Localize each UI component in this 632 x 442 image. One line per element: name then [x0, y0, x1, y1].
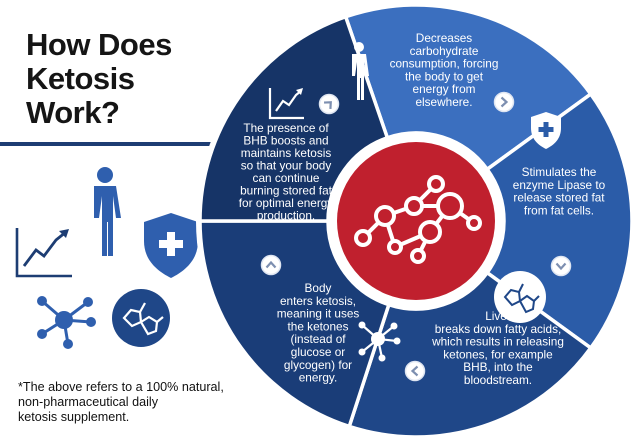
shield-plus-icon	[144, 213, 198, 278]
footnote: *The above refers to a 100% natural, non…	[18, 380, 308, 425]
molecule-ring-icon	[112, 289, 170, 347]
left-arrow-icon	[404, 360, 426, 382]
title-underline	[0, 142, 272, 146]
down-arrow-icon	[550, 255, 572, 277]
growth-chart-icon	[15, 228, 72, 278]
title-line: Work?	[26, 95, 120, 130]
footnote-line: non-pharmaceutical daily	[18, 395, 159, 409]
human-body-icon	[352, 42, 369, 100]
human-body-icon	[94, 167, 121, 256]
footnote-line: *The above refers to a 100% natural,	[18, 380, 224, 394]
growth-chart-icon	[268, 88, 304, 120]
molecule-ring-icon	[494, 271, 546, 323]
page-title: How Does Ketosis Work?	[26, 28, 246, 130]
footnote-line: ketosis supplement.	[18, 410, 130, 424]
center-molecule-icon	[354, 175, 482, 264]
center-disc	[337, 142, 495, 300]
up-arrow-icon	[260, 254, 282, 276]
network-icon	[37, 296, 96, 349]
title-line: Ketosis	[26, 61, 135, 96]
up-right-arrow-icon	[318, 93, 340, 115]
network-icon	[358, 321, 401, 362]
right-arrow-icon	[493, 91, 515, 113]
title-line: How Does	[26, 27, 172, 62]
shield-plus-icon	[531, 112, 561, 149]
